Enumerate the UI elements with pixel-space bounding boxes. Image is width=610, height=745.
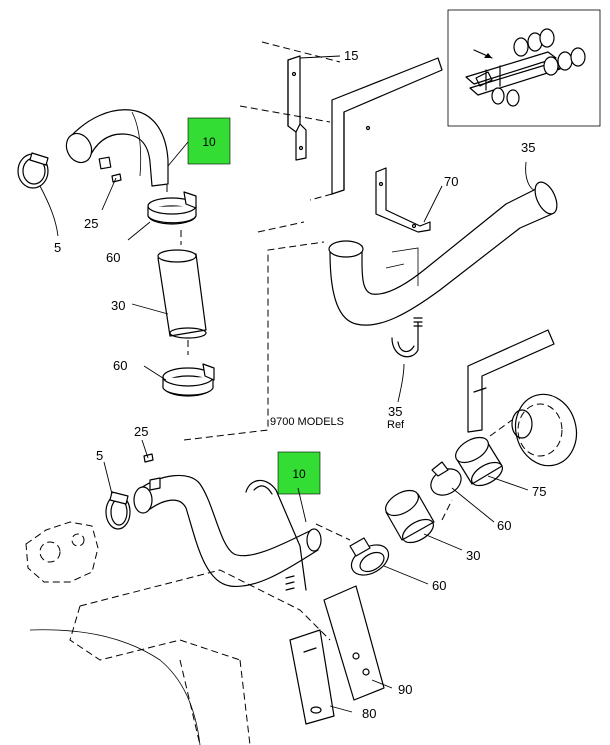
- callout-15[interactable]: 15: [344, 48, 358, 63]
- tailpipe-35: [328, 181, 558, 326]
- band-clamp-left-bot: [105, 491, 131, 530]
- truck-chassis-icon: [465, 28, 586, 107]
- clamp-60-mid: [162, 363, 215, 397]
- callout-60-bot[interactable]: 60: [432, 578, 446, 593]
- fitting-25-top: [111, 173, 122, 183]
- callout-10-bot[interactable]: 10: [292, 467, 306, 481]
- callout-ref-word: Ref: [387, 419, 405, 431]
- inset-border: [447, 9, 601, 127]
- callout-60-top[interactable]: 60: [106, 250, 120, 265]
- callout-60-mid[interactable]: 60: [113, 358, 127, 373]
- callout-5-bot[interactable]: 5: [96, 448, 103, 463]
- clamp-60-right: [430, 461, 462, 496]
- fitting-25-bot: [143, 453, 154, 463]
- route-dash-upper: [257, 221, 305, 233]
- callout-80[interactable]: 80: [362, 706, 376, 721]
- frame-rail-right: [467, 329, 555, 433]
- bracket-15: [287, 55, 307, 161]
- upper-intake-elbow: [65, 109, 169, 187]
- turbo-outlet: [25, 521, 99, 583]
- u-bolt-35-ref: [391, 317, 423, 358]
- truck-location-inset: [447, 9, 601, 127]
- callout-90[interactable]: 90: [398, 682, 412, 697]
- highlight-10-top[interactable]: [187, 117, 231, 165]
- pipe-30-bot: [385, 489, 435, 544]
- callout-25-bot[interactable]: 25: [134, 424, 148, 439]
- callout-70[interactable]: 70: [444, 174, 458, 189]
- locator-arrowhead: [484, 53, 492, 58]
- bracket-90: [323, 585, 385, 701]
- callout-5-top[interactable]: 5: [54, 240, 61, 255]
- route-dash-left: [183, 241, 325, 441]
- clamp-60-bot: [349, 537, 390, 576]
- callout-labels: 15 5 25 60 30 60 70 35 35 Ref 25 5 75 60…: [54, 48, 546, 721]
- lower-intake-pipe: [133, 474, 322, 588]
- callout-35-top[interactable]: 35: [521, 140, 535, 155]
- callout-30-bot[interactable]: 30: [466, 548, 480, 563]
- pipe-30-top: [157, 249, 207, 339]
- centerline-top: [166, 185, 182, 245]
- bracket-70: [375, 167, 431, 233]
- callout-10-top[interactable]: 10: [202, 135, 216, 149]
- callout-25-top[interactable]: 25: [84, 216, 98, 231]
- centerline-right: [315, 419, 513, 541]
- callout-35-ref[interactable]: 35: [388, 404, 402, 419]
- muffler-flange: [511, 393, 578, 467]
- frame-rail-upper: [239, 41, 443, 201]
- highlight-10-bot[interactable]: [277, 451, 321, 495]
- callout-75[interactable]: 75: [532, 484, 546, 499]
- bracket-80: [289, 629, 335, 725]
- u-bolt-lower: [245, 479, 307, 591]
- models-note: 9700 MODELS: [270, 416, 344, 428]
- callout-60-right[interactable]: 60: [497, 518, 511, 533]
- callout-30-top[interactable]: 30: [111, 298, 125, 313]
- leader-lines: [39, 55, 535, 713]
- chassis-frame-lower: [29, 569, 331, 745]
- band-clamp-left-top: [17, 152, 49, 189]
- pipe-75: [455, 436, 503, 487]
- clamp-60-top: [147, 191, 197, 225]
